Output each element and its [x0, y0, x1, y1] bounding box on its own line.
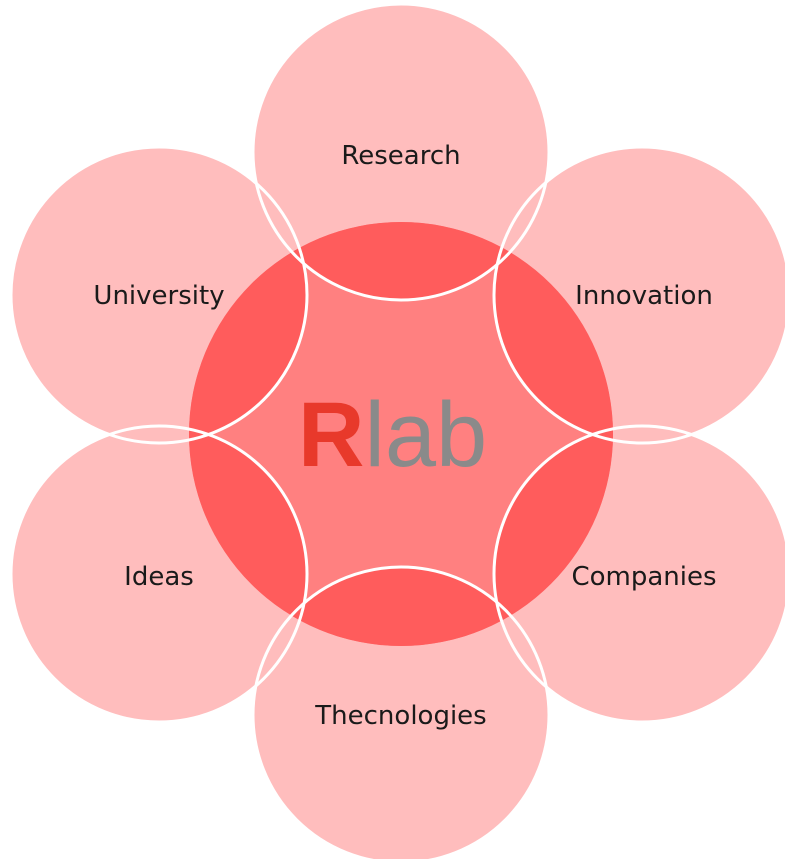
- circle-research: [253, 4, 549, 300]
- label-research: Research: [341, 141, 460, 171]
- overlap-university: [189, 222, 307, 443]
- logo-letter-r: R: [298, 384, 364, 486]
- label-companies: Companies: [571, 562, 716, 592]
- label-university: University: [93, 281, 224, 311]
- outline-companies: [492, 424, 785, 724]
- label-thecnologies: Thecnologies: [314, 701, 486, 731]
- logo-text: Rlab: [298, 384, 487, 486]
- label-innovation: Innovation: [575, 281, 713, 311]
- outline-research: [251, 2, 551, 302]
- overlap-ideas: [189, 426, 307, 646]
- outline-ideas: [9, 424, 309, 724]
- rlab-logo: Rlab: [298, 384, 487, 486]
- circle-thecnologies: [253, 567, 549, 859]
- satellite-labels: Research Innovation Companies Thecnologi…: [93, 141, 716, 731]
- overlap-companies: [494, 426, 613, 646]
- outline-university: [9, 145, 309, 445]
- overlap-innovation: [494, 222, 613, 443]
- circle-outlines: [9, 2, 785, 859]
- outline-thecnologies: [251, 565, 551, 859]
- label-ideas: Ideas: [124, 562, 194, 592]
- outline-innovation: [492, 145, 785, 445]
- logo-lab-text: lab: [364, 384, 487, 486]
